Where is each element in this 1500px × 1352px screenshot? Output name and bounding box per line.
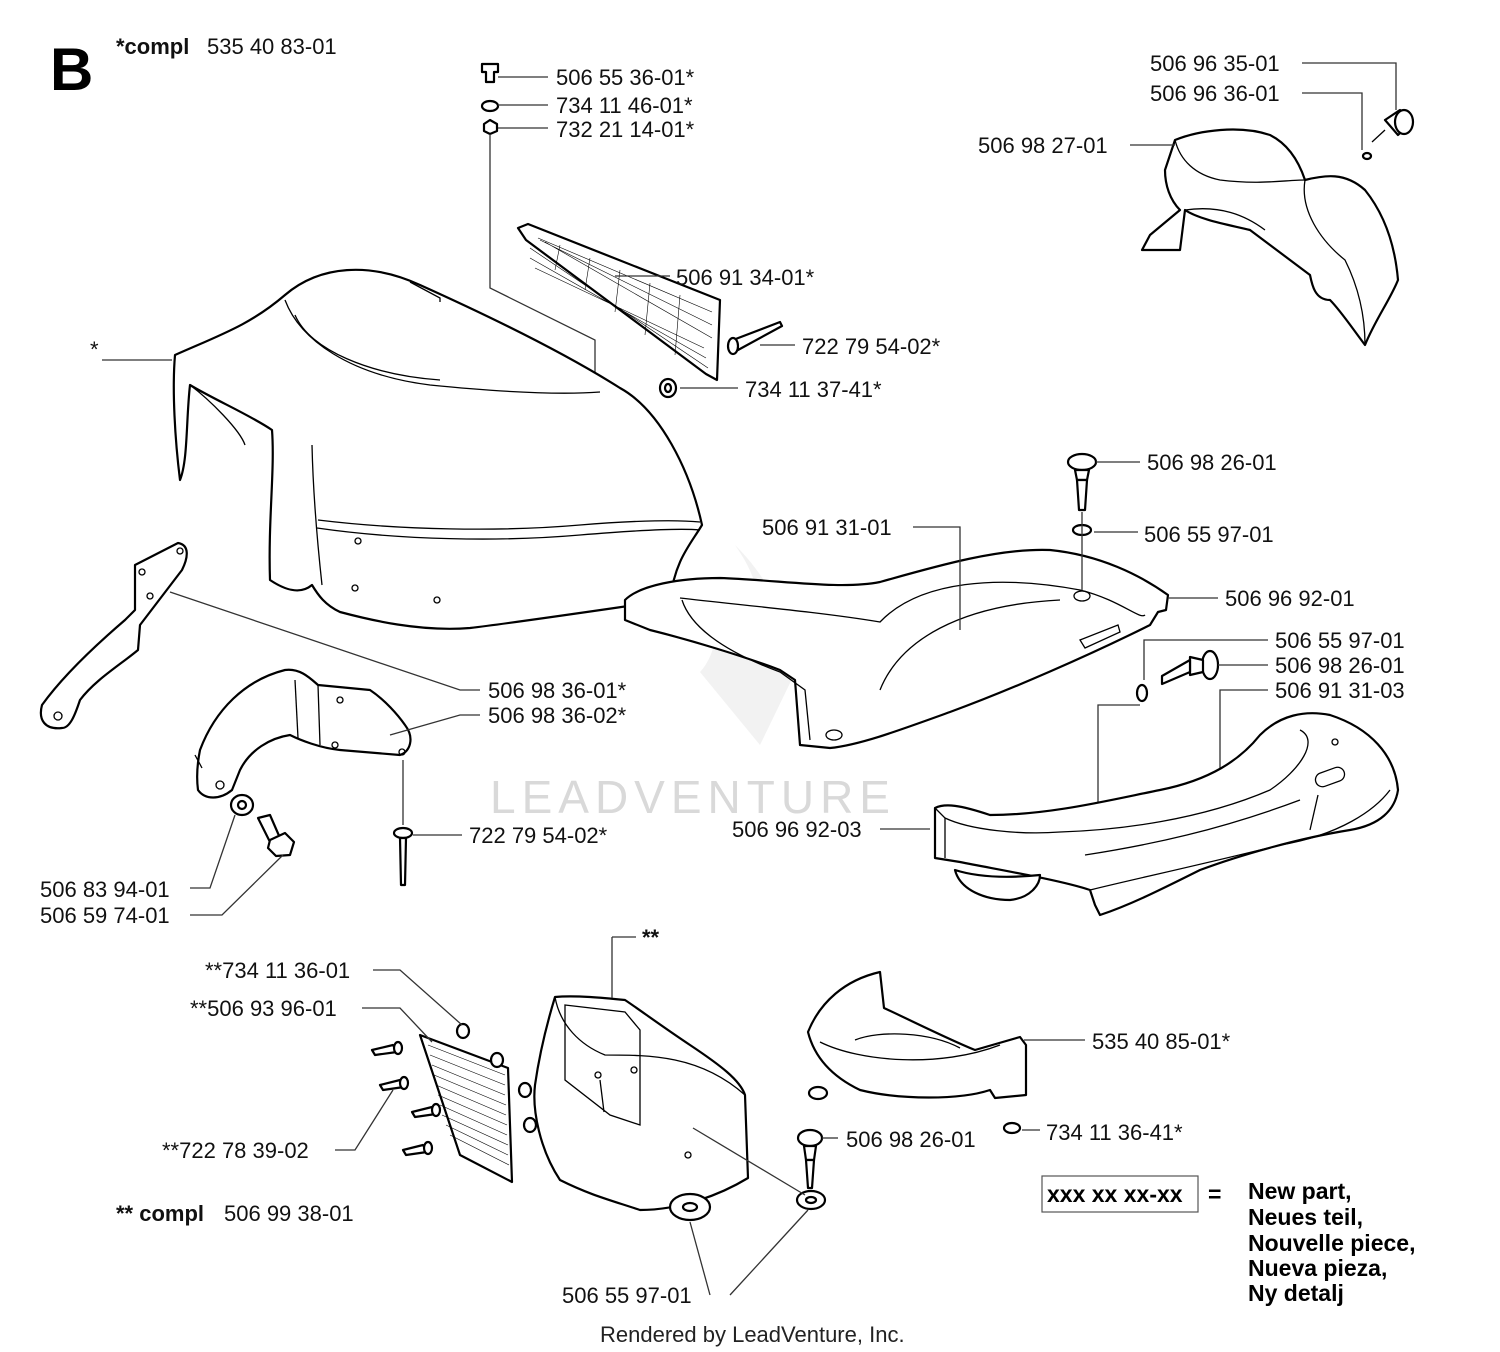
compl-double-prefix: ** compl xyxy=(116,1201,204,1226)
label-734-11-36-01: **734 11 36-01 xyxy=(205,958,350,983)
label-734-11-37-41: 734 11 37-41* xyxy=(745,377,882,402)
washers-506-55-97-lower xyxy=(668,1189,827,1222)
label-722-79-54-02-b: 722 79 54-02* xyxy=(469,823,608,848)
legend: xxx xx xx-xx = New part, Neues teil, Nou… xyxy=(1041,1175,1415,1306)
compl-double-number: 506 99 38-01 xyxy=(224,1201,354,1226)
screen-506-93-96 xyxy=(418,1033,514,1184)
label-506-96-92-03: 506 96 92-03 xyxy=(732,817,862,842)
rivet-722-79-54-a xyxy=(726,320,784,356)
label-722-79-54-02-a: 722 79 54-02* xyxy=(802,334,941,359)
fasteners-lower-left xyxy=(370,1022,538,1157)
label-506-91-31-03: 506 91 31-03 xyxy=(1275,678,1405,703)
knob-506-98-26-c xyxy=(796,1128,824,1190)
compl-single-prefix: *compl xyxy=(116,34,189,59)
label-535-40-85-01: 535 40 85-01* xyxy=(1092,1029,1231,1054)
bowl-535-40-85 xyxy=(806,970,1028,1135)
legend-box xyxy=(1041,1175,1199,1213)
label-506-55-36-01: 506 55 36-01* xyxy=(556,65,695,90)
knob-506-98-26-b xyxy=(1135,649,1220,703)
label-double-star: ** xyxy=(642,925,660,950)
label-506-96-35-01: 506 96 35-01 xyxy=(1150,51,1280,76)
knob-506-98-26-a xyxy=(1066,452,1098,590)
label-506-91-34-01: 506 91 34-01* xyxy=(676,265,815,290)
label-722-78-39-02: **722 78 39-02 xyxy=(162,1138,309,1163)
seat-pan-upper xyxy=(623,548,1170,750)
top-fasteners xyxy=(480,62,596,380)
watermark-logo xyxy=(700,545,805,745)
knob-506-96-35 xyxy=(1361,108,1415,161)
label-506-55-97-01-b: 506 55 97-01 xyxy=(1275,628,1405,653)
legend-line-4: Nueva pieza, xyxy=(1248,1255,1387,1281)
label-506-98-36-02: 506 98 36-02* xyxy=(488,703,627,728)
label-506-93-96-01: **506 93 96-01 xyxy=(190,996,337,1021)
compl-single-number: 535 40 83-01 xyxy=(207,34,337,59)
label-506-98-36-01: 506 98 36-01* xyxy=(488,678,627,703)
label-506-96-92-01: 506 96 92-01 xyxy=(1225,586,1355,611)
legend-equals: = xyxy=(1208,1181,1221,1207)
bracket-506-98-36-01 xyxy=(39,541,188,730)
seat-pan-lower xyxy=(933,712,1400,917)
main-hood xyxy=(172,268,704,630)
footer-credit: Rendered by LeadVenture, Inc. xyxy=(600,1322,905,1347)
label-506-59-74-01: 506 59 74-01 xyxy=(40,903,170,928)
legend-line-3: Nouvelle piece, xyxy=(1248,1230,1415,1256)
watermark-text: LEADVENTURE xyxy=(490,771,896,823)
grille-506-91-34 xyxy=(516,222,722,382)
label-734-11-46-01: 734 11 46-01* xyxy=(556,93,693,118)
label-506-83-94-01: 506 83 94-01 xyxy=(40,877,170,902)
label-734-11-36-41: 734 11 36-41* xyxy=(1046,1120,1183,1145)
legend-boxed-text: xxx xx xx-xx xyxy=(1047,1181,1183,1207)
label-506-55-97-01-c: 506 55 97-01 xyxy=(562,1283,692,1308)
label-506-96-36-01: 506 96 36-01 xyxy=(1150,81,1280,106)
label-star-hood: * xyxy=(90,337,99,362)
bolt-506-59-74 xyxy=(229,793,296,858)
washer-734-11-37-41 xyxy=(658,377,678,399)
label-506-98-26-01-c: 506 98 26-01 xyxy=(846,1127,976,1152)
label-506-55-97-01-a: 506 55 97-01 xyxy=(1144,522,1274,547)
rivet-722-79-54-b xyxy=(392,760,414,887)
label-732-21-14-01: 732 21 14-01* xyxy=(556,117,695,142)
bracket-506-98-36-02 xyxy=(194,668,412,799)
label-506-98-27-01: 506 98 27-01 xyxy=(978,133,1108,158)
legend-line-1: New part, xyxy=(1248,1178,1352,1204)
lower-cover-assembly xyxy=(533,995,750,1212)
label-506-98-26-01-b: 506 98 26-01 xyxy=(1275,653,1405,678)
legend-line-2: Neues teil, xyxy=(1248,1204,1363,1230)
section-letter: B xyxy=(50,36,93,103)
legend-line-5: Ny detalj xyxy=(1248,1280,1344,1306)
top-right-cover xyxy=(1140,128,1400,347)
label-506-98-26-01-a: 506 98 26-01 xyxy=(1147,450,1277,475)
label-506-91-31-01: 506 91 31-01 xyxy=(762,515,892,540)
